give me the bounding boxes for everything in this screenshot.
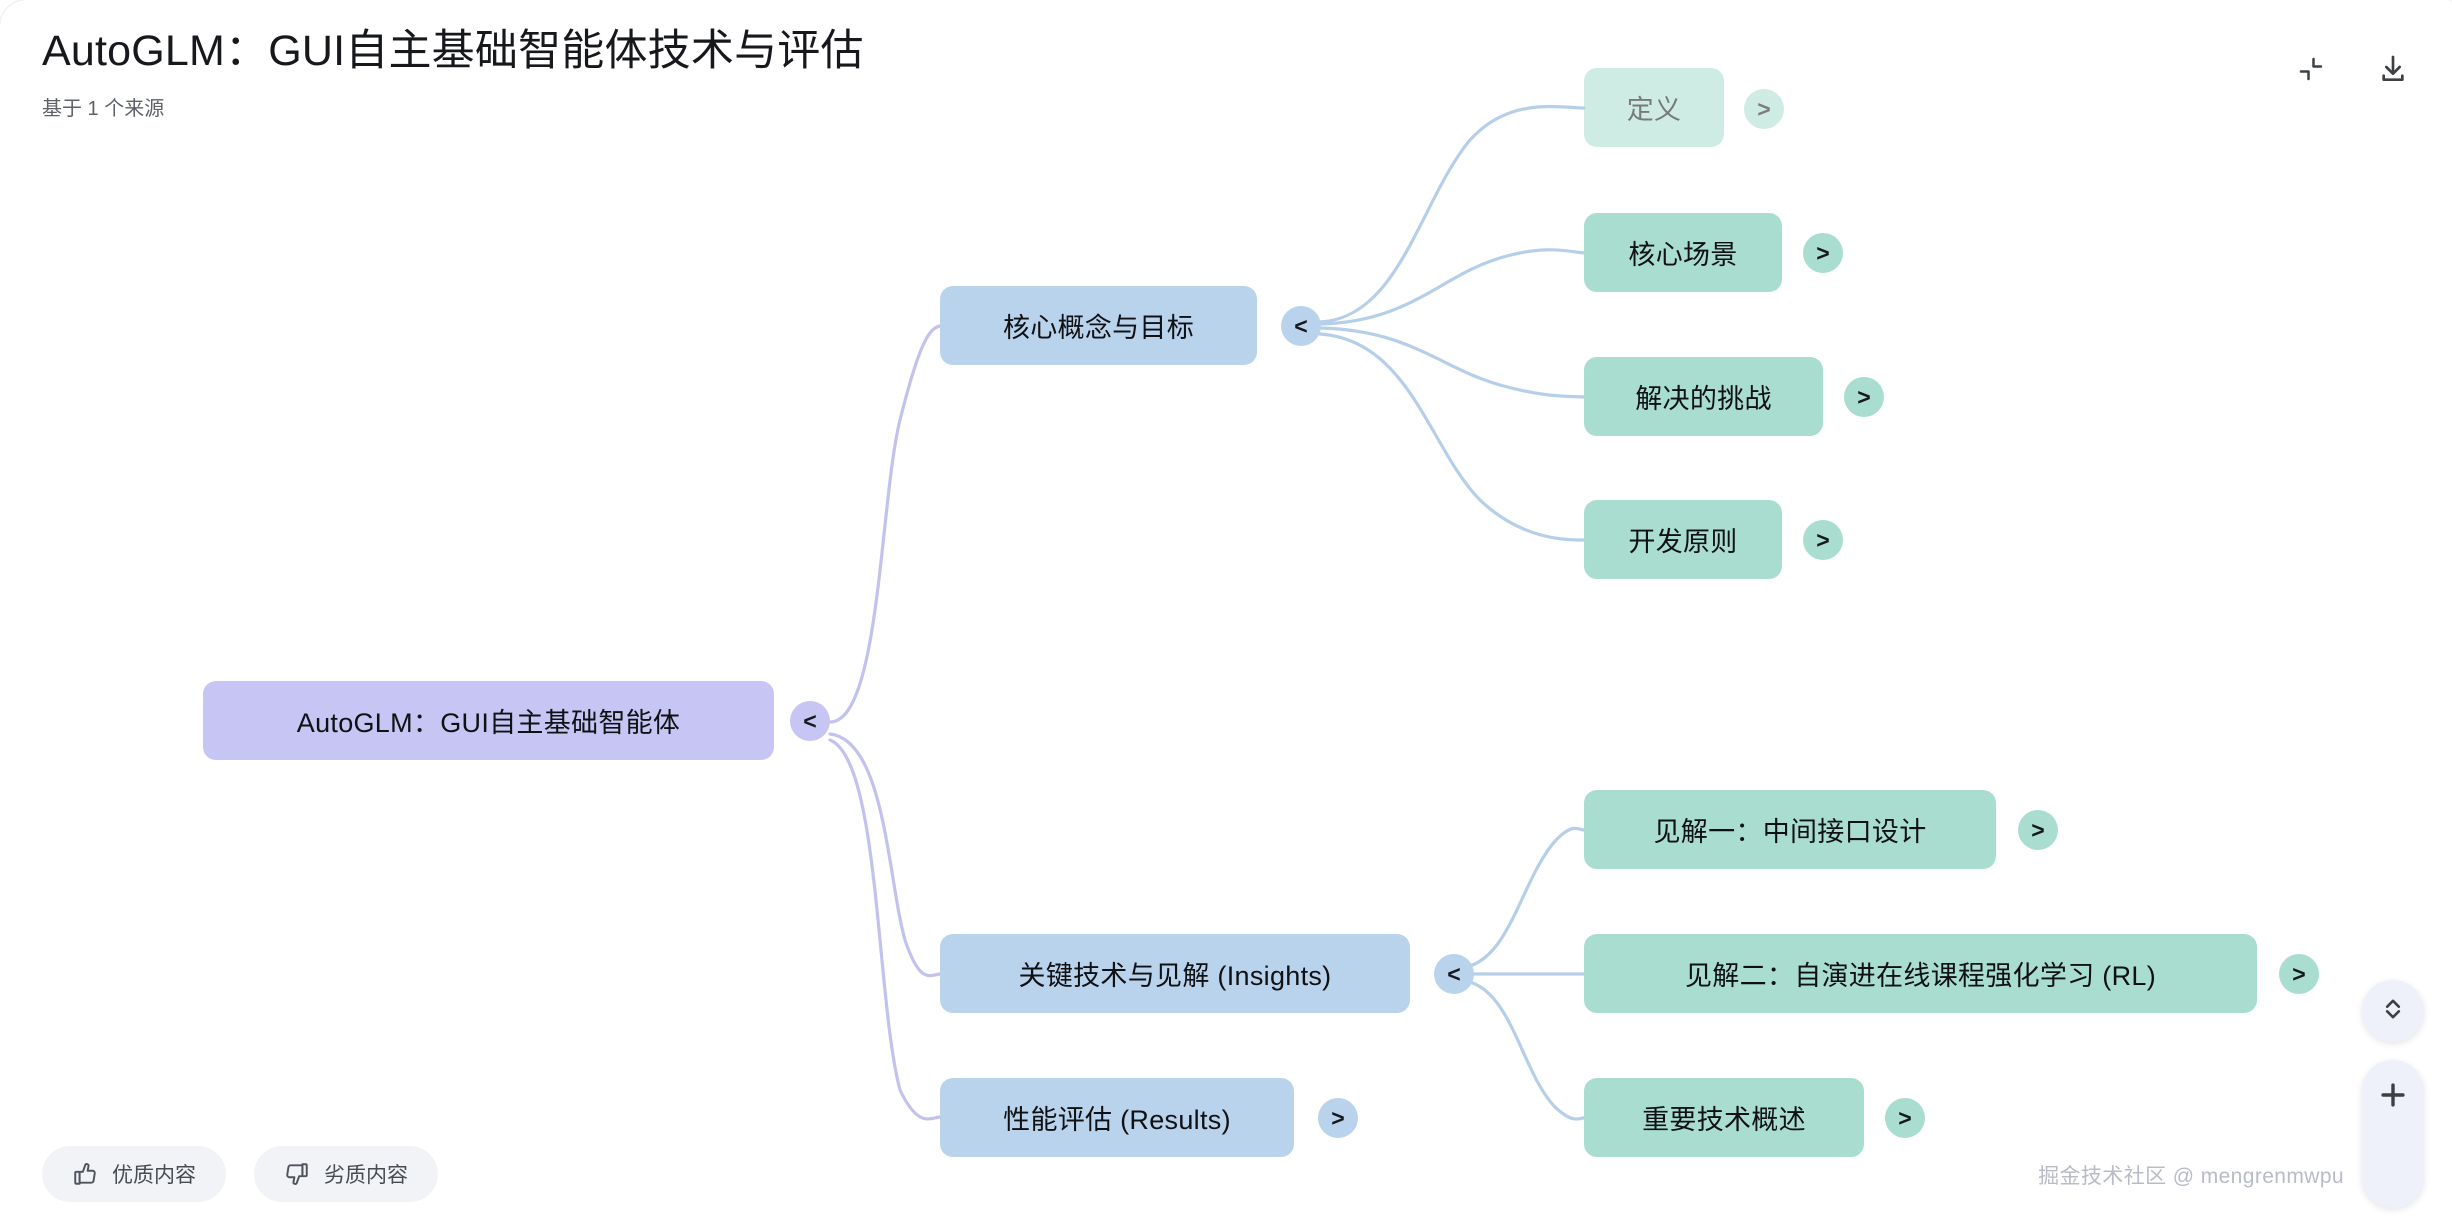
node-toggle-branch-0-child-0[interactable]: > — [1744, 89, 1784, 129]
plus-icon[interactable] — [2376, 1078, 2410, 1117]
mindmap-node-branch-0-child-0[interactable]: 定义 — [1584, 68, 1724, 147]
node-label: 开发原则 — [1628, 527, 1738, 557]
chevron-left-icon: < — [803, 707, 817, 734]
node-label: 定义 — [1626, 95, 1682, 125]
chevron-right-icon: > — [1757, 95, 1771, 122]
chevron-right-icon: > — [1331, 1104, 1345, 1131]
chevron-right-icon: > — [1898, 1104, 1912, 1131]
canvas-controls — [2362, 980, 2424, 1208]
node-label: AutoGLM：GUI自主基础智能体 — [296, 708, 681, 738]
node-toggle-branch-0[interactable]: < — [1281, 306, 1321, 346]
node-toggle-branch-0-child-3[interactable]: > — [1803, 520, 1843, 560]
chevron-left-icon: < — [1294, 312, 1308, 339]
mindmap-node-branch-0-child-2[interactable]: 解决的挑战 — [1584, 357, 1823, 436]
mindmap-node-branch-2[interactable]: 性能评估 (Results) — [940, 1078, 1294, 1157]
collapse-corners-icon[interactable] — [2294, 52, 2328, 86]
node-label: 见解二：自演进在线课程强化学习 (RL) — [1685, 961, 2156, 991]
node-toggle-branch-0-child-1[interactable]: > — [1803, 233, 1843, 273]
feedback-buttons: 优质内容 劣质内容 — [42, 1146, 438, 1202]
positive-feedback-button[interactable]: 优质内容 — [42, 1146, 226, 1202]
node-toggle-branch-1-child-0[interactable]: > — [2018, 810, 2058, 850]
fit-view-button[interactable] — [2362, 980, 2424, 1042]
header: AutoGLM：GUI自主基础智能体技术与评估 基于 1 个来源 — [42, 26, 864, 121]
mindmap-node-branch-1-child-0[interactable]: 见解一：中间接口设计 — [1584, 790, 1996, 869]
node-toggle-branch-2[interactable]: > — [1318, 1098, 1358, 1138]
mindmap-node-branch-0-child-3[interactable]: 开发原则 — [1584, 500, 1782, 579]
chevron-right-icon: > — [2292, 960, 2306, 987]
mindmap-node-branch-1-child-2[interactable]: 重要技术概述 — [1584, 1078, 1864, 1157]
mindmap-node-branch-0[interactable]: 核心概念与目标 — [940, 286, 1257, 365]
negative-feedback-button[interactable]: 劣质内容 — [254, 1146, 438, 1202]
chevron-up-down-icon — [2379, 995, 2407, 1028]
chevron-left-icon: < — [1447, 960, 1461, 987]
node-label: 性能评估 (Results) — [1003, 1105, 1231, 1135]
page-title: AutoGLM：GUI自主基础智能体技术与评估 — [42, 27, 864, 75]
node-toggle-root[interactable]: < — [790, 701, 830, 741]
negative-feedback-label: 劣质内容 — [324, 1164, 408, 1187]
chevron-right-icon: > — [2031, 816, 2045, 843]
zoom-control[interactable] — [2362, 1060, 2424, 1208]
node-label: 解决的挑战 — [1635, 384, 1772, 414]
mindmap-node-branch-0-child-1[interactable]: 核心场景 — [1584, 213, 1782, 292]
page-subtitle: 基于 1 个来源 — [42, 97, 165, 120]
watermark: 掘金技术社区 @ mengrenmwpu — [2038, 1165, 2344, 1188]
header-actions — [2294, 52, 2410, 86]
node-label: 见解一：中间接口设计 — [1653, 817, 1927, 847]
node-label: 核心场景 — [1628, 240, 1738, 270]
node-toggle-branch-1-child-2[interactable]: > — [1885, 1098, 1925, 1138]
node-label: 关键技术与见解 (Insights) — [1018, 961, 1332, 991]
node-toggle-branch-0-child-2[interactable]: > — [1844, 377, 1884, 417]
chevron-right-icon: > — [1816, 526, 1830, 553]
node-label: 核心概念与目标 — [1002, 313, 1195, 343]
mindmap-node-branch-1[interactable]: 关键技术与见解 (Insights) — [940, 934, 1410, 1013]
thumbs-up-icon — [72, 1161, 98, 1187]
download-icon[interactable] — [2376, 52, 2410, 86]
node-label: 重要技术概述 — [1642, 1105, 1806, 1135]
mindmap-node-branch-1-child-1[interactable]: 见解二：自演进在线课程强化学习 (RL) — [1584, 934, 2257, 1013]
positive-feedback-label: 优质内容 — [112, 1164, 196, 1187]
mindmap-node-root[interactable]: AutoGLM：GUI自主基础智能体 — [203, 681, 774, 760]
node-toggle-branch-1[interactable]: < — [1434, 954, 1474, 994]
node-toggle-branch-1-child-1[interactable]: > — [2279, 954, 2319, 994]
chevron-right-icon: > — [1816, 239, 1830, 266]
thumbs-down-icon — [284, 1161, 310, 1187]
chevron-right-icon: > — [1857, 383, 1871, 410]
